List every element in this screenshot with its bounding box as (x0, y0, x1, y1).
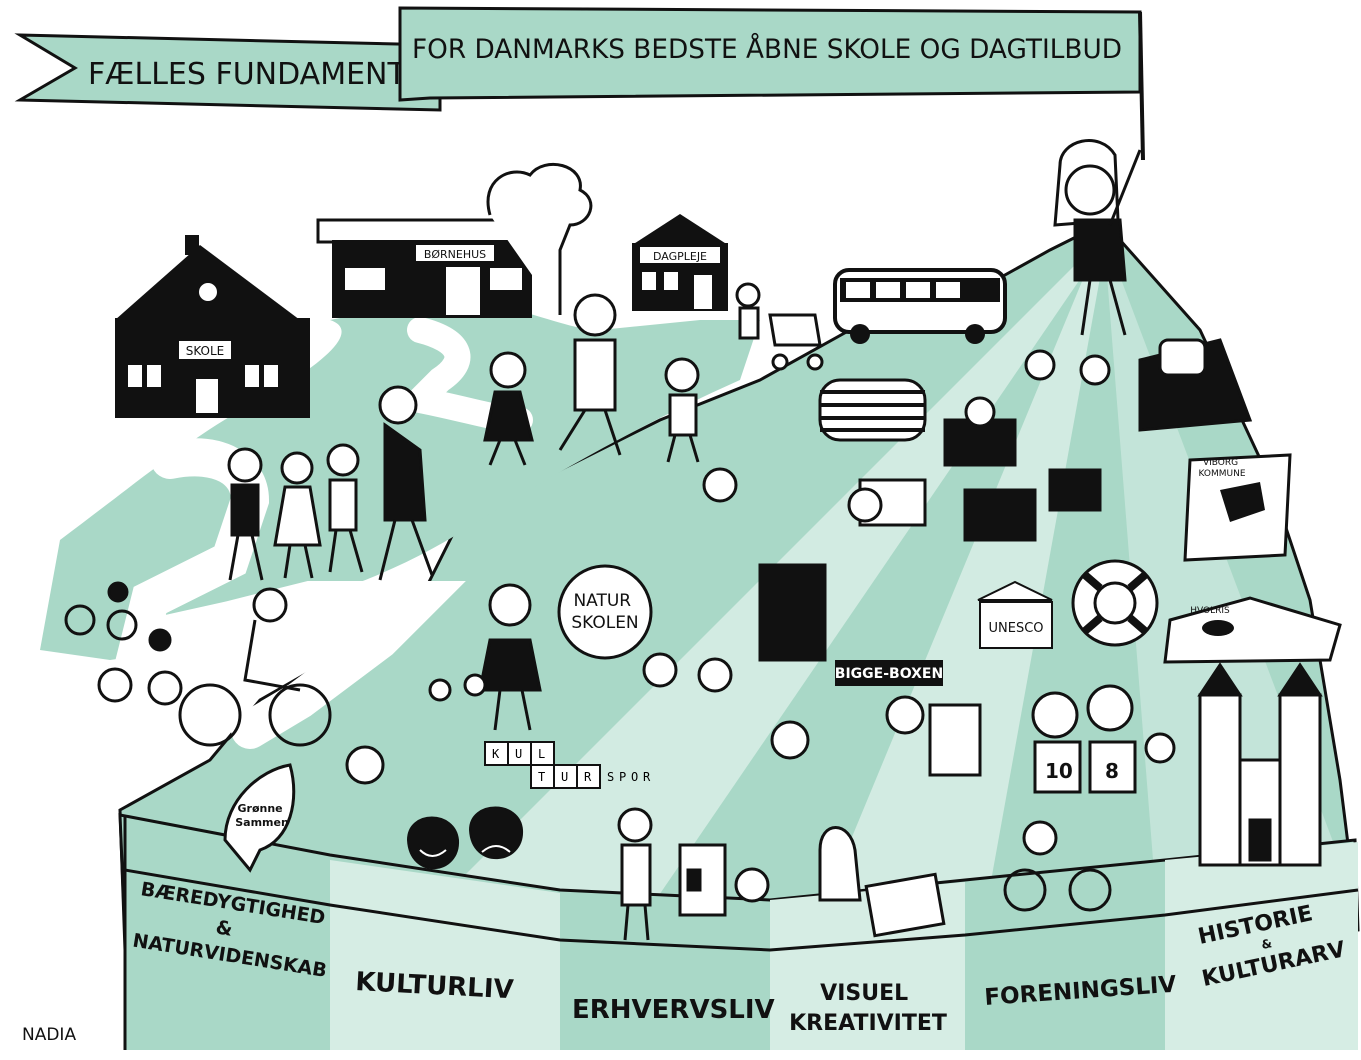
unesco-logo: UNESCO (977, 580, 1053, 649)
kulturspor-letter-p: P (619, 770, 626, 784)
kulturspor-board: K U L T U R S P O R (484, 741, 651, 789)
life-ring-icon (1071, 559, 1159, 647)
band-segment-3 (560, 940, 770, 1050)
bus (833, 268, 1007, 344)
unesco-text: UNESCO (988, 621, 1043, 636)
misc-activities (345, 338, 1253, 938)
kulturspor-letter-l: L (538, 747, 545, 761)
theatre-masks-icon (406, 806, 524, 870)
viborg-scroll: VIBORG KOMMUNE (1183, 453, 1292, 562)
naturskolen-text: NATUR SKOLEN (571, 591, 638, 633)
child-on-bike-right (1003, 820, 1112, 912)
farmer-and-animals (617, 807, 770, 941)
bigge-boxen-sign: BIGGE-BOXEN (835, 660, 943, 686)
jersey-number-8: 8 (1105, 759, 1119, 783)
kulturspor-letter-s: S (607, 770, 614, 784)
girl-with-flower (428, 583, 542, 731)
cyclists (64, 581, 332, 747)
kulturspor-letter-t: T (538, 770, 545, 784)
dagpleje-sign: DAGPLEJE (653, 250, 707, 263)
viborg-scroll-text: VIBORG KOMMUNE (1198, 458, 1245, 479)
band-segment-2 (330, 860, 560, 1050)
school-sign: SKOLE (186, 344, 225, 358)
category-label-visuel-kreativitet: VISUEL KREATIVITET (789, 981, 947, 1036)
naturskolen-badge: NATUR SKOLEN (557, 564, 653, 660)
banner-right: FOR DANMARKS BEDSTE ÅBNE SKOLE OG DAGTIL… (398, 6, 1145, 161)
groenne-sammen-text: Grønne Sammen (235, 802, 289, 829)
banner-left-text: FÆLLES FUNDAMENT (88, 57, 406, 92)
kulturspor-letter-r: R (584, 770, 592, 784)
ray-1 (340, 250, 1100, 1040)
band-segment-6 (1165, 842, 1358, 1050)
banner-left: FÆLLES FUNDAMENT (14, 33, 442, 112)
category-label-erhvervsliv: ERHVERVSLIV (572, 995, 775, 1025)
kulturspor-letter-u: U (515, 747, 522, 761)
kulturspor-letter-u2: U (561, 770, 568, 784)
jersey-number-10: 10 (1045, 759, 1073, 783)
bigge-boxen-text: BIGGE-BOXEN (835, 666, 943, 682)
family-walking (227, 385, 434, 581)
banner-right-text: FOR DANMARKS BEDSTE ÅBNE SKOLE OG DAGTIL… (412, 33, 1122, 65)
artist-signature: NADIA (22, 1025, 76, 1045)
hvolris-text: HVOLRIS (1190, 606, 1230, 616)
mother-with-stroller (735, 282, 824, 371)
ray-2 (770, 250, 1105, 1035)
band-segment-5 (965, 915, 1165, 1050)
hvolris-building: HVOLRIS (1163, 596, 1342, 664)
boernehus-sign: BØRNEHUS (424, 248, 486, 261)
football-players: 10 8 (1031, 684, 1176, 794)
kulturspor-letter-k: K (492, 747, 500, 761)
band-divider-line (124, 868, 1359, 952)
school-building: SKOLE (115, 235, 310, 418)
cathedral (1197, 662, 1323, 867)
band-segment-1 (125, 870, 330, 1050)
kulturspor-letter-o: O (631, 770, 638, 784)
dagpleje-building: DAGPLEJE (632, 214, 728, 311)
teacher-on-peak (1053, 139, 1142, 336)
kulturspor-letter-r2: R (643, 770, 651, 784)
boernehus-building: BØRNEHUS (316, 162, 593, 318)
children-holding-hands (483, 293, 700, 466)
groenne-sammen-leaf: Grønne Sammen (223, 763, 296, 873)
